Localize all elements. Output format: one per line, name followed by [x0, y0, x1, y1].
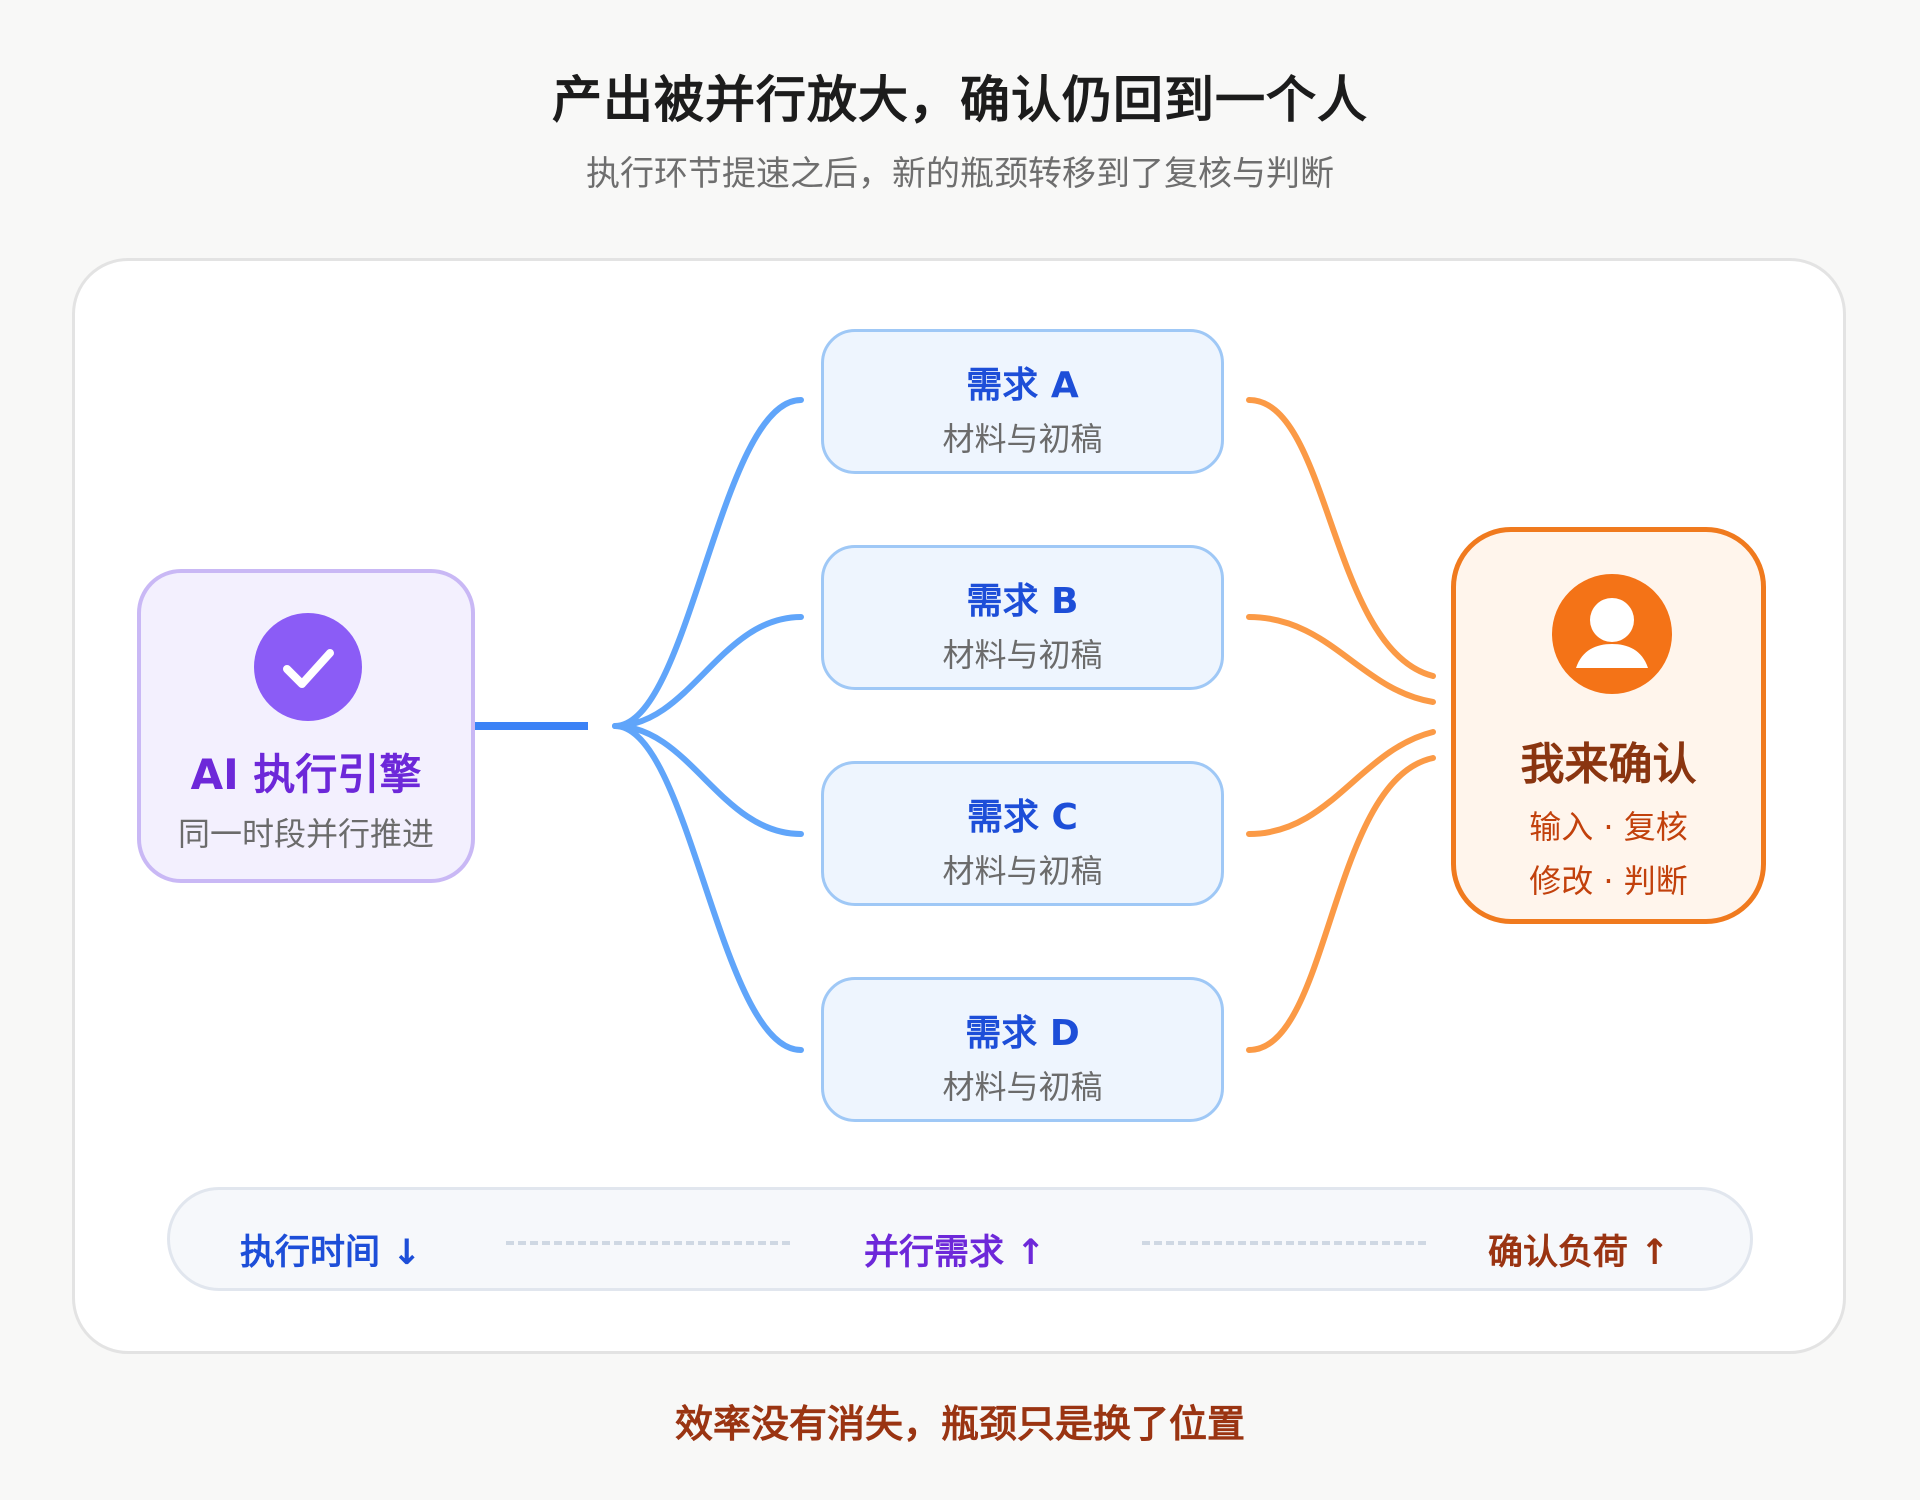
confirm-title: 我来确认	[1520, 739, 1697, 790]
metric-execution-time: 执行时间 ↓	[240, 1233, 422, 1273]
footer-caption: 效率没有消失，瓶颈只是换了位置	[674, 1402, 1245, 1446]
link-engine-to-req-c	[612, 723, 804, 837]
requirement-label: 需求 B	[966, 581, 1079, 622]
requirement-c-node: 需求 C 材料与初稿	[821, 761, 1224, 906]
engine-subtitle: 同一时段并行推进	[177, 815, 434, 853]
ai-engine-node: AI 执行引擎 同一时段并行推进	[137, 569, 475, 883]
requirement-b-node: 需求 B 材料与初稿	[821, 545, 1224, 690]
engine-title: AI 执行引擎	[190, 750, 422, 799]
link-engine-to-req-a	[612, 397, 804, 729]
requirement-sub: 材料与初稿	[942, 1068, 1103, 1106]
link-req-c-to-confirm	[1246, 729, 1436, 837]
metric-divider	[1142, 1241, 1426, 1245]
link-engine-to-req-b	[612, 614, 804, 729]
page-title: 产出被并行放大，确认仍回到一个人	[552, 71, 1368, 129]
check-icon	[254, 613, 362, 721]
requirement-d-node: 需求 D 材料与初稿	[821, 977, 1224, 1122]
confirm-line-1: 输入 · 复核	[1529, 808, 1688, 846]
link-req-b-to-confirm	[1246, 614, 1436, 705]
user-icon	[1552, 574, 1672, 694]
metrics-bar: 执行时间 ↓ 并行需求 ↑ 确认负荷 ↑	[167, 1187, 1753, 1291]
metric-confirm-load: 确认负荷 ↑	[1488, 1233, 1670, 1273]
confirm-node: 我来确认 输入 · 复核 修改 · 判断	[1451, 527, 1766, 924]
link-engine-to-req-d	[612, 723, 804, 1053]
metric-parallel-requests: 并行需求 ↑	[864, 1233, 1046, 1273]
page-subtitle: 执行环节提速之后，新的瓶颈转移到了复核与判断	[586, 154, 1334, 194]
requirement-a-node: 需求 A 材料与初稿	[821, 329, 1224, 474]
requirement-label: 需求 C	[967, 797, 1078, 838]
requirement-label: 需求 D	[965, 1013, 1080, 1054]
requirement-sub: 材料与初稿	[942, 636, 1103, 674]
requirement-sub: 材料与初稿	[942, 852, 1103, 890]
requirement-sub: 材料与初稿	[942, 420, 1103, 458]
link-req-d-to-confirm	[1246, 755, 1436, 1053]
link-req-a-to-confirm	[1246, 397, 1436, 679]
requirement-label: 需求 A	[966, 365, 1079, 406]
confirm-line-2: 修改 · 判断	[1529, 862, 1688, 900]
metric-divider	[506, 1241, 790, 1245]
